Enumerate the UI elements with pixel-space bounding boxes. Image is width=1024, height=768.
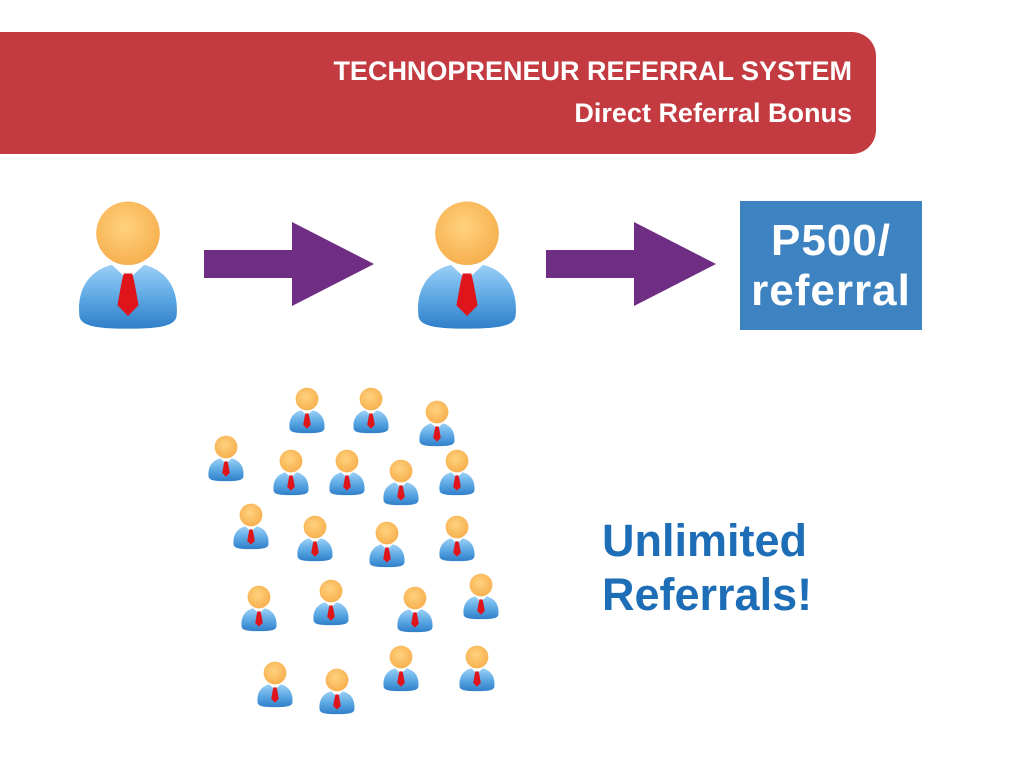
page-subtitle: Direct Referral Bonus [574, 98, 852, 128]
small-person-icon [297, 515, 333, 562]
small-person-icon [463, 573, 499, 620]
small-person-icon [383, 645, 419, 692]
small-person-icon [319, 668, 355, 715]
tagline-line-2: Referrals! [602, 569, 813, 620]
bonus-amount-box: P500/ referral [740, 201, 922, 330]
small-person-icon [353, 387, 389, 434]
tagline-line-1: Unlimited [602, 515, 808, 566]
small-person-icon [397, 586, 433, 633]
small-person-icon [257, 661, 293, 708]
header-banner: TECHNOPRENEUR REFERRAL SYSTEM Direct Ref… [0, 32, 876, 154]
right-arrow-icon [204, 222, 374, 306]
small-person-icon [273, 449, 309, 496]
small-person-icon [208, 435, 244, 482]
small-person-icon [459, 645, 495, 692]
small-person-icon [369, 521, 405, 568]
small-person-icon [439, 449, 475, 496]
small-person-icon [439, 515, 475, 562]
bonus-amount: P500/ [771, 215, 891, 265]
unlimited-referrals-tagline: Unlimited Referrals! [602, 514, 812, 622]
small-person-icon [419, 400, 455, 447]
right-arrow-icon [546, 222, 716, 306]
small-person-icon [289, 387, 325, 434]
bonus-unit: referral [751, 265, 911, 315]
small-person-icon [383, 459, 419, 506]
small-person-icon [313, 579, 349, 626]
small-person-icon [233, 503, 269, 550]
page-title: TECHNOPRENEUR REFERRAL SYSTEM [333, 56, 852, 86]
small-person-icon [241, 585, 277, 632]
small-person-icon [329, 449, 365, 496]
